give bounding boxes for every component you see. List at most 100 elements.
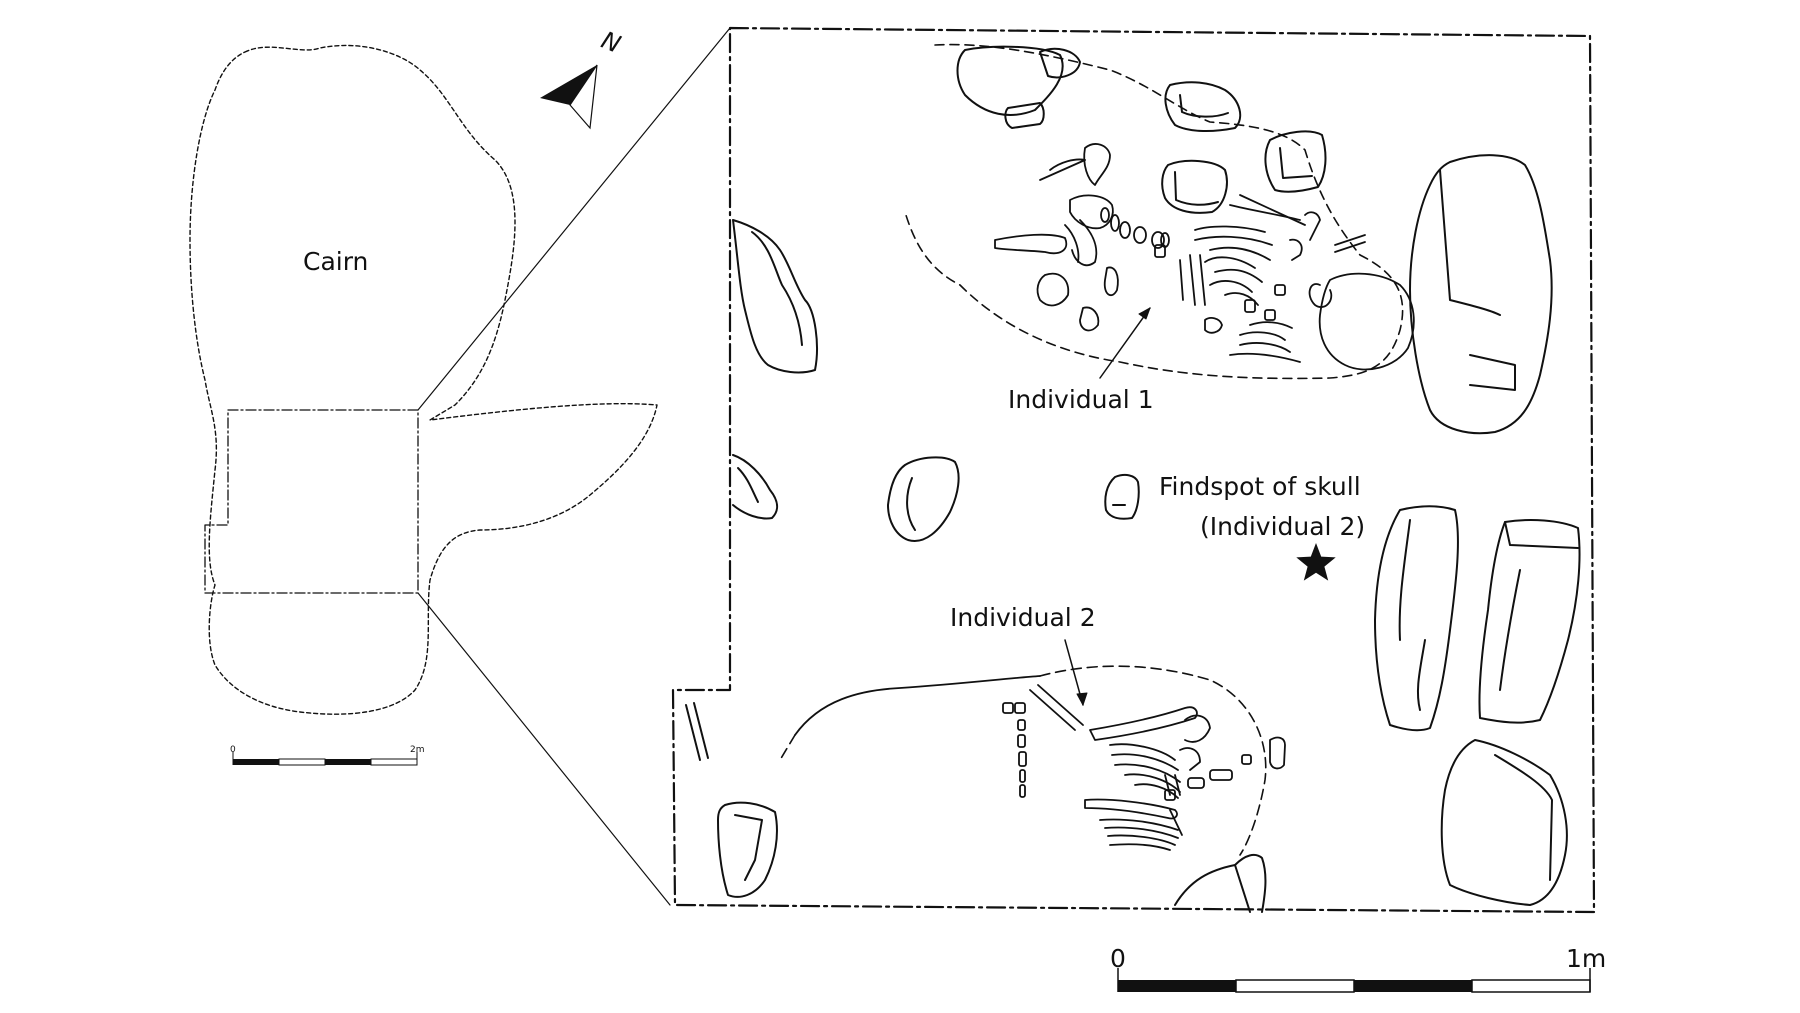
rib xyxy=(1194,235,1273,246)
bone xyxy=(1239,331,1291,353)
bone xyxy=(1089,706,1198,741)
individual-2-label: Individual 2 xyxy=(950,603,1096,632)
large-scale-bar xyxy=(1117,968,1591,993)
stone xyxy=(737,467,759,503)
stone xyxy=(887,456,960,542)
north-arrow-icon xyxy=(540,64,598,130)
vertebra xyxy=(1151,231,1165,249)
skeleton-individual-1 xyxy=(994,143,1415,371)
stone xyxy=(732,219,818,374)
stone xyxy=(732,454,778,520)
bone xyxy=(1204,317,1223,334)
stone xyxy=(1504,521,1579,549)
rib xyxy=(1194,225,1266,233)
rib xyxy=(1099,818,1179,831)
vertebra xyxy=(1110,214,1120,232)
vertebra xyxy=(1019,769,1026,783)
stone xyxy=(906,477,916,531)
rib xyxy=(1114,763,1181,783)
arm-bone xyxy=(1049,158,1086,171)
stone xyxy=(1164,81,1242,132)
grave-cut-2-dashed xyxy=(779,665,1267,856)
bone xyxy=(1209,769,1233,781)
stone xyxy=(1499,569,1521,691)
bone xyxy=(1103,266,1119,297)
stone xyxy=(1478,519,1581,724)
individual-1-label: Individual 1 xyxy=(1008,385,1154,414)
bone xyxy=(1029,684,1084,731)
stone xyxy=(1494,754,1553,881)
stone xyxy=(1039,47,1081,79)
vertebra xyxy=(1017,719,1026,731)
skull xyxy=(1308,283,1333,308)
stone xyxy=(1161,159,1228,214)
vertebra xyxy=(1189,254,1206,306)
rib xyxy=(1239,194,1306,226)
stone xyxy=(1179,94,1229,118)
pelvis xyxy=(1069,194,1114,230)
tibia xyxy=(1036,272,1070,307)
bone xyxy=(1274,284,1286,296)
stone xyxy=(1264,130,1327,193)
stone xyxy=(1279,147,1313,179)
vertebra xyxy=(1014,702,1026,714)
rib xyxy=(1209,246,1271,261)
bone xyxy=(1164,774,1181,796)
overview-trench xyxy=(204,409,419,594)
bone xyxy=(1179,747,1201,771)
stone xyxy=(1409,154,1553,435)
skull xyxy=(1318,272,1415,371)
stone xyxy=(1104,473,1140,520)
cairn-label: Cairn xyxy=(303,247,368,276)
bone xyxy=(1184,714,1211,743)
stone xyxy=(717,801,778,898)
bone xyxy=(1244,299,1256,313)
stone xyxy=(1439,169,1501,316)
small-scale-end: 2m xyxy=(410,745,425,755)
stone xyxy=(1469,354,1516,391)
vertebra xyxy=(1160,232,1170,248)
bone xyxy=(1064,224,1080,263)
stone xyxy=(751,231,803,346)
femur xyxy=(994,233,1068,255)
hand-bone xyxy=(1079,306,1100,332)
arrowhead xyxy=(1076,692,1088,706)
projection-line-bottom xyxy=(417,592,671,906)
bone xyxy=(1269,736,1286,770)
rib xyxy=(1214,268,1263,283)
stone xyxy=(1174,171,1219,206)
vertebra xyxy=(1019,784,1026,798)
bone xyxy=(1289,238,1303,261)
findspot-label-line2: (Individual 2) xyxy=(1200,512,1365,541)
stone xyxy=(1416,639,1426,711)
large-scale-start: 0 xyxy=(1110,944,1126,973)
bone xyxy=(1187,777,1205,789)
vertebra xyxy=(1100,207,1110,223)
north-label: N xyxy=(597,26,624,59)
bone xyxy=(1164,789,1176,801)
large-scale-end: 1m xyxy=(1566,944,1606,973)
bone xyxy=(1229,352,1301,363)
rib xyxy=(1204,256,1256,269)
stone xyxy=(734,814,763,881)
stone xyxy=(685,702,709,761)
grave-cut-1 xyxy=(904,43,1404,380)
stones xyxy=(685,45,1581,913)
rib xyxy=(1124,773,1181,793)
bone xyxy=(1304,211,1321,241)
stone xyxy=(1234,864,1251,913)
bone xyxy=(1169,809,1183,836)
vertebra xyxy=(1179,259,1184,301)
bone xyxy=(1249,321,1293,329)
rib xyxy=(1109,743,1176,761)
cairn-outline xyxy=(189,44,658,715)
vertebra xyxy=(1002,702,1014,714)
findspot-label-line1: Findspot of skull xyxy=(1159,472,1361,501)
vertebra xyxy=(1133,226,1147,244)
trench-boundary xyxy=(671,26,1596,914)
stone xyxy=(1374,505,1459,732)
stone xyxy=(1440,739,1568,906)
stone xyxy=(956,45,1064,116)
findspot-star-icon xyxy=(1296,543,1336,581)
